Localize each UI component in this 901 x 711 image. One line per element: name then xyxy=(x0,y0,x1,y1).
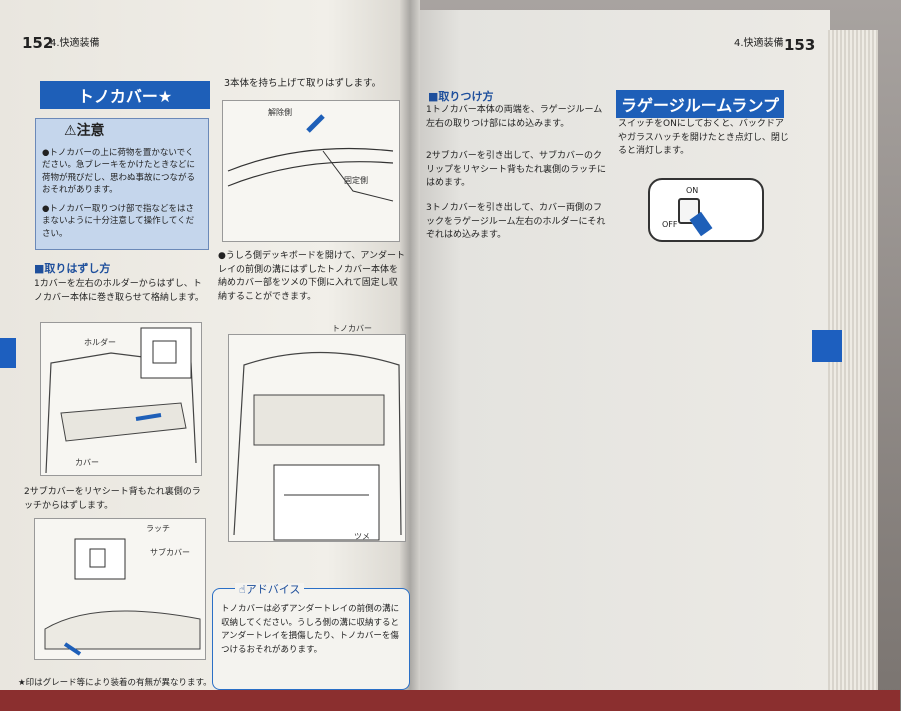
lamp-switch-diagram: ON OFF xyxy=(648,178,764,242)
label-release-side: 解除側 xyxy=(268,108,292,117)
advice-heading: ☝アドバイス xyxy=(235,583,305,597)
storage-diagram xyxy=(228,334,406,542)
page-edges xyxy=(828,30,878,700)
right-page xyxy=(410,10,830,700)
footnote: ★印はグレード等により装着の有無が異なります。 xyxy=(18,678,212,688)
lift-diagram xyxy=(222,100,400,242)
book-cover-edge xyxy=(0,690,900,711)
cargo-cover-diagram xyxy=(40,322,202,476)
label-cover: カバー xyxy=(75,458,99,467)
label-latch: ラッチ xyxy=(146,524,170,533)
caution-item: ●トノカバー取りつけ部で指などをはさまないように十分注意して操作してください。 xyxy=(42,204,195,239)
switch-off-label: OFF xyxy=(662,220,678,229)
install-step-3: 3トノカバーを引き出して、カバー両側のフックをラゲージルーム左右のホルダーにそれ… xyxy=(426,203,606,240)
label-tonocover: トノカバー xyxy=(332,324,372,333)
switch-on-label: ON xyxy=(686,186,699,195)
label-subcover: サブカバー xyxy=(150,548,190,557)
label-claw: ツメ xyxy=(354,532,370,541)
page-number-right: 153 xyxy=(784,36,816,54)
section-title: トノカバー★ xyxy=(40,81,210,109)
removal-step-2: 2サブカバーをリヤシート背もたれ裏側のラッチからはずします。 xyxy=(24,487,201,511)
storage-note: ●うしろ側デッキボードを開けて、アンダートレイの前側の溝にはずしたトノカバー本体… xyxy=(218,251,406,302)
install-step-1: 1トノカバー本体の両端を、ラゲージルーム左右の取りつけ部にはめ込みます。 xyxy=(426,105,603,129)
removal-heading: ■取りはずし方 xyxy=(34,262,111,275)
hand-pointer-icon: ☝ xyxy=(239,583,246,596)
install-heading: ■取りつけ方 xyxy=(428,90,494,103)
step-3-lift: 3本体を持ち上げて取りはずします。 xyxy=(224,78,382,89)
chapter-header-left: 4.快適装備 xyxy=(50,38,100,49)
chapter-header-right: 4.快適装備 xyxy=(734,38,784,49)
label-fixed-side: 固定側 xyxy=(344,176,368,185)
advice-text: トノカバーは必ずアンダートレイの前側の溝に収納してください。うしろ側の溝に収納す… xyxy=(221,604,400,655)
page-number-left: 152 xyxy=(22,34,54,52)
latch-diagram xyxy=(34,518,206,660)
removal-step-1: 1カバーを左右のホルダーからはずし、トノカバー本体に巻き取らせて格納します。 xyxy=(34,279,204,303)
label-holder: ホルダー xyxy=(84,338,116,347)
lamp-description: スイッチをONにしておくと、バックドアやガラスハッチを開けたとき点灯し、閉じると… xyxy=(618,119,789,156)
caution-heading: ⚠注意 xyxy=(64,123,105,139)
install-step-2: 2サブカバーを引き出して、サブカバーのクリップをリヤシート背もたれ裏側のラッチに… xyxy=(426,151,607,188)
chapter-tab-right xyxy=(812,330,842,362)
chapter-tab-left xyxy=(0,338,16,368)
lamp-title: ラゲージルームランプ xyxy=(616,90,784,118)
warning-icon: ⚠ xyxy=(64,123,77,139)
caution-item: ●トノカバーの上に荷物を置かないでください。急ブレーキをかけたときなどに荷物が飛… xyxy=(42,148,196,195)
advice-box: ☝アドバイス トノカバーは必ずアンダートレイの前側の溝に収納してください。うしろ… xyxy=(212,583,410,690)
caution-box: ⚠注意 ●トノカバーの上に荷物を置かないでください。急ブレーキをかけたときなどに… xyxy=(35,118,209,250)
